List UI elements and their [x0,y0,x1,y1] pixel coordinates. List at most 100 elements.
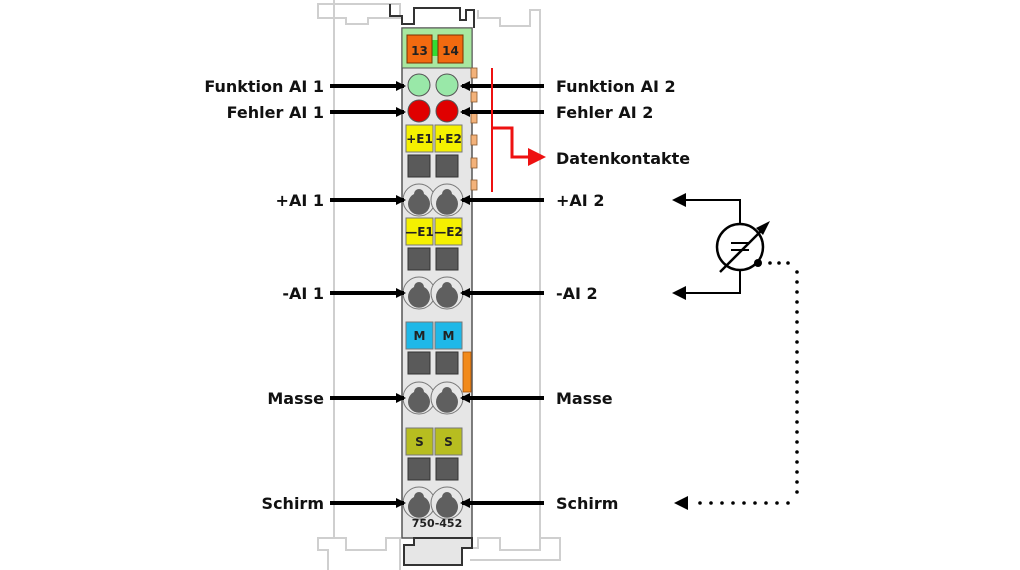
red-arrow-icon [528,148,546,166]
label-ground-right: Masse [556,389,613,408]
dot [795,420,799,424]
label-plus-ai1: +AI 1 [276,191,324,210]
clamp-terminal [408,189,430,215]
label-ground-2: M [434,321,463,350]
dot [795,400,799,404]
dot [795,380,799,384]
label-ground-1: M [405,321,434,350]
label-text: M [414,329,426,343]
dot [795,280,799,284]
dot [795,270,799,274]
sensor-circle-icon [715,222,765,272]
clamp-terminal [436,387,459,413]
label-function-ai2: Funktion AI 2 [556,77,676,96]
dot [795,480,799,484]
label-text: —E2 [434,225,463,239]
dot [753,501,757,505]
variable-arrow-icon [756,221,770,235]
arrow-to-shield-icon [674,496,688,510]
label-minus-ai2: -AI 2 [556,284,598,303]
dot [795,410,799,414]
dot [775,501,779,505]
terminal-number: 13 [411,44,428,58]
dot [720,501,724,505]
led-function-ai2 [435,73,459,97]
right-connections: Funktion AI 2 Fehler AI 2 +AI 2 -AI 2 Ma… [460,77,676,513]
release-button [435,247,459,271]
label-error-ai1: Fehler AI 1 [227,103,324,122]
dot [786,501,790,505]
label-text: S [444,435,453,449]
dot [795,490,799,494]
dot [795,360,799,364]
release-button [407,154,431,178]
label-minus-e2: —E2 [434,217,463,246]
label-function-ai1: Funktion AI 1 [204,77,324,96]
top-terminal-13: 13 [406,34,433,64]
dot [795,450,799,454]
label-plus-e1: +E1 [405,124,434,153]
clamp-terminal [408,387,430,413]
release-button [407,351,431,375]
dot [795,470,799,474]
shield-dotted-line [698,261,799,505]
orange-side-marker [462,351,472,393]
sensor-symbol [672,193,770,300]
label-minus-ai1: -AI 1 [282,284,324,303]
label-text: +E2 [435,132,462,146]
dot [795,340,799,344]
dot [777,261,781,265]
clamp-terminal [408,492,430,518]
dot [731,501,735,505]
dot [698,501,702,505]
release-button [435,457,459,481]
neighbor-module-right-outline [470,9,561,561]
top-terminal-14: 14 [437,34,464,64]
label-text: —E1 [405,225,434,239]
clamp-terminal [436,189,459,215]
led-function-ai1 [407,73,431,97]
label-plus-ai2: +AI 2 [556,191,604,210]
dot [795,310,799,314]
part-number: 750-452 [412,517,463,530]
led-error-ai1 [407,99,431,123]
label-shield-1: S [405,427,434,456]
clamp-terminal [436,282,459,308]
data-contacts-indicator: Datenkontakte [491,68,690,192]
dot [795,300,799,304]
clamp-group [402,154,464,520]
dot [795,460,799,464]
clamp-terminal [408,282,430,308]
release-button [407,247,431,271]
dot [795,290,799,294]
dot [786,261,790,265]
label-shield-2: S [434,427,463,456]
release-button [435,154,459,178]
label-data-contacts: Datenkontakte [556,149,690,168]
dot [795,350,799,354]
arrow-to-minus-icon [672,286,686,300]
label-error-ai2: Fehler AI 2 [556,103,653,122]
dot [795,320,799,324]
label-text: +E1 [406,132,433,146]
label-shield-right: Schirm [556,494,618,513]
dot [768,261,772,265]
label-plus-e2: +E2 [434,124,463,153]
label-text: M [443,329,455,343]
label-ground-left: Masse [267,389,324,408]
terminal-number: 14 [442,44,459,58]
release-button [435,351,459,375]
left-connections: Funktion AI 1 Fehler AI 1 +AI 1 -AI 1 Ma… [204,77,406,513]
label-text: S [415,435,424,449]
neighbor-module-left-outline [317,0,401,570]
label-minus-e1: —E1 [405,217,434,246]
label-shield-left: Schirm [262,494,324,513]
release-button [407,457,431,481]
dot [795,370,799,374]
dot [795,440,799,444]
dot [764,501,768,505]
clamp-terminal [436,492,459,518]
led-error-ai2 [435,99,459,123]
dot [795,390,799,394]
